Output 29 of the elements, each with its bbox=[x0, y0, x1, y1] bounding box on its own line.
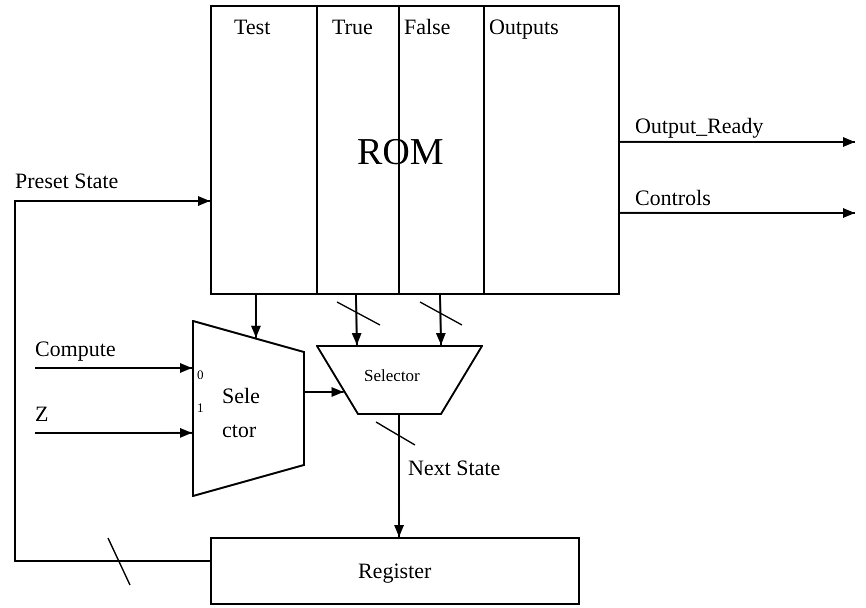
arrow bbox=[14, 196, 210, 562]
arrow bbox=[35, 428, 192, 438]
node-label: Outputs bbox=[489, 14, 559, 40]
node-label: Register bbox=[358, 558, 432, 584]
register-box bbox=[210, 537, 580, 605]
arrow bbox=[436, 294, 446, 346]
input-index: 0 bbox=[197, 367, 204, 383]
arrow bbox=[620, 137, 855, 147]
arrow bbox=[620, 208, 855, 218]
arrow bbox=[352, 294, 362, 346]
node-label: False bbox=[404, 14, 450, 40]
node-label: True bbox=[332, 14, 373, 40]
node-label: Test bbox=[234, 14, 270, 40]
signal-label: Compute bbox=[35, 336, 116, 362]
arrow bbox=[250, 295, 261, 338]
arrow bbox=[35, 362, 192, 373]
rom-box bbox=[210, 5, 620, 295]
signal-label: Controls bbox=[635, 185, 711, 212]
signal-label: Output_Ready bbox=[635, 113, 764, 140]
signal-label: Z bbox=[35, 401, 48, 428]
multiplexer-trapezoid bbox=[192, 320, 305, 497]
input-index: 1 bbox=[197, 400, 204, 416]
node-label: Selector bbox=[364, 366, 420, 386]
node-label: Sele ctor bbox=[222, 382, 261, 444]
arrow bbox=[394, 415, 404, 537]
signal-label: Next State bbox=[408, 455, 500, 482]
arrow bbox=[305, 387, 344, 397]
selector-trapezoid bbox=[316, 345, 483, 415]
signal-label: Preset State bbox=[15, 168, 118, 194]
